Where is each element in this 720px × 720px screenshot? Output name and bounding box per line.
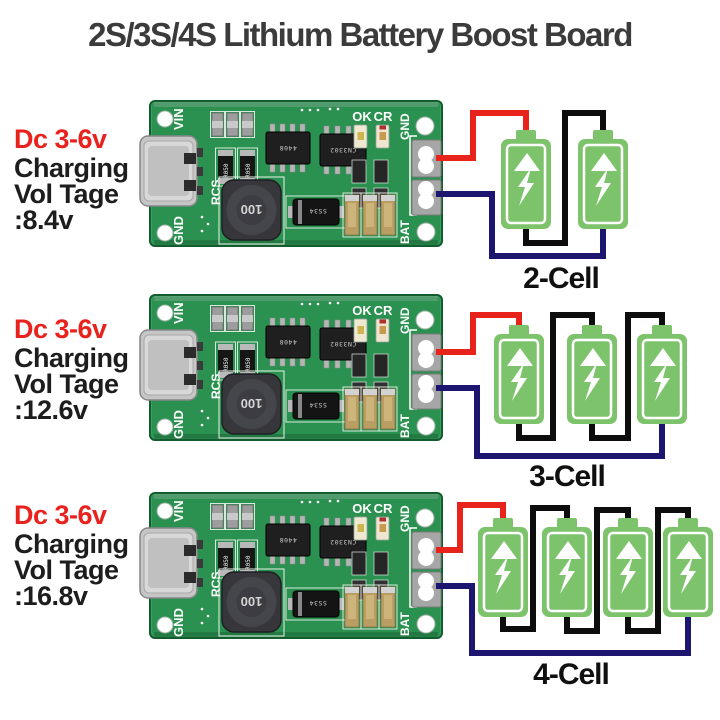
battery-cell-icon [501,130,551,229]
cell-pack-diagram-3: 3-Cell [436,312,687,493]
charging-line: Charging [14,153,129,183]
battery-outline [641,338,683,420]
charging-voltage-value: :8.4v [14,205,74,235]
charge-arrow-icon [507,348,533,366]
battery-outline [482,531,524,613]
battery-outline [607,531,649,613]
lightning-bolt-icon [620,556,636,594]
battery-cell-icon [578,130,628,229]
cell-pack-diagram-2: 2-Cell [436,110,628,295]
battery-cell-icon [663,518,713,617]
spec-text-4s: Dc 3-6v Charging Vol Tage :16.8v [14,500,146,611]
negative-wire [436,583,691,656]
boost-board-module-2 [138,290,446,444]
charging-voltage-value: :12.6v [14,395,88,425]
spec-text-2s: Dc 3-6v Charging Vol Tage :8.4v [14,124,146,235]
battery-cell-icon [478,518,528,617]
lightning-bolt-icon [654,363,670,401]
charge-arrow-icon [580,348,606,366]
battery-outline [667,531,709,613]
charging-line: Vol Tage [14,555,119,585]
negative-wire [436,385,665,459]
charge-arrow-icon [591,153,617,171]
battery-outline [498,338,540,420]
charging-voltage-value: :16.8v [14,581,88,611]
input-voltage-label: Dc 3-6v [14,124,107,154]
series-link-wire [564,507,631,634]
charging-line: Vol Tage [14,369,119,399]
cell-count-label: 3-Cell [529,460,605,493]
lightning-bolt-icon [559,556,575,594]
battery-outline [546,531,588,613]
battery-cell-icon [494,325,544,424]
battery-outline [582,143,624,225]
battery-cell-icon [637,325,687,424]
series-link-wire [500,505,570,632]
input-voltage-label: Dc 3-6v [14,500,107,530]
lightning-bolt-icon [680,556,696,594]
battery-cell-icon [603,518,653,617]
spec-text-3s: Dc 3-6v Charging Vol Tage :12.6v [14,314,146,425]
boost-board-module-3 [138,488,446,642]
lightning-bolt-icon [584,363,600,401]
series-link-wire [625,507,691,634]
battery-cell-icon [542,518,592,617]
charge-arrow-icon [514,153,540,171]
charge-arrow-icon [555,541,581,559]
charging-line: Charging [14,529,129,559]
battery-cell-icon [567,325,617,424]
positive-wire [436,312,522,355]
battery-outline [571,338,613,420]
series-link-wire [523,110,606,246]
charge-arrow-icon [616,541,642,559]
lightning-bolt-icon [518,168,534,206]
charge-arrow-icon [650,348,676,366]
cell-pack-diagram-4: 4-Cell [436,502,713,691]
lightning-bolt-icon [511,363,527,401]
battery-outline [505,143,547,225]
lightning-bolt-icon [495,556,511,594]
input-voltage-label: Dc 3-6v [14,314,107,344]
positive-wire [436,110,529,161]
boost-board-module-1 [138,96,446,250]
charging-line: Charging [14,343,129,373]
negative-wire [436,191,606,259]
charging-line: Vol Tage [14,179,119,209]
page-title: 2S/3S/4S Lithium Battery Boost Board [88,16,633,53]
charge-arrow-icon [676,541,702,559]
cell-count-label: 2-Cell [523,262,599,295]
series-link-wire [516,312,595,441]
positive-wire [436,502,506,553]
series-link-wire [589,312,665,441]
lightning-bolt-icon [595,168,611,206]
charge-arrow-icon [491,541,517,559]
cell-count-label: 4-Cell [533,658,609,691]
